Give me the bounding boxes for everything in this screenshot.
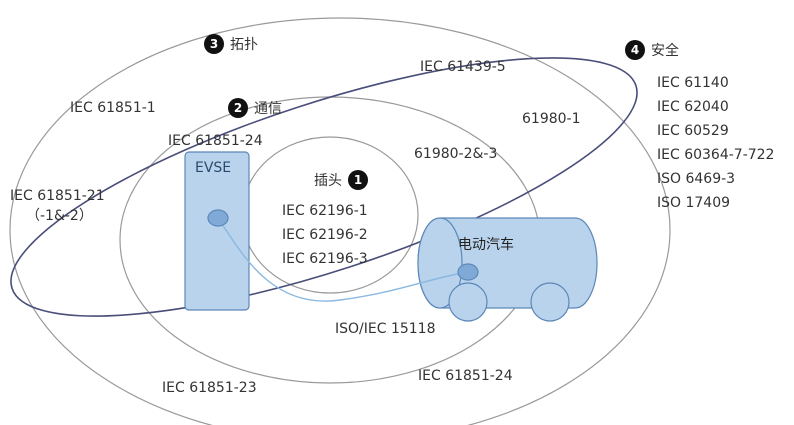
- safety-ellipse: [10, 57, 638, 317]
- communication-title: 通信: [254, 101, 282, 117]
- topology-header: 3 拓扑: [204, 34, 258, 54]
- standard-iec-61851-24-lower: IEC 61851-24: [418, 368, 513, 384]
- standard-iec-61439-5: IEC 61439-5: [420, 59, 506, 75]
- safety-standard-item: IEC 60364-7-722: [657, 147, 775, 163]
- safety-standard-item: IEC 60529: [657, 123, 729, 139]
- standard-iec-62196-3: IEC 62196-3: [282, 251, 368, 267]
- safety-standard-item: ISO 6469-3: [657, 171, 736, 187]
- safety-number-badge: 4: [625, 40, 645, 60]
- standard-61980-1: 61980-1: [522, 111, 581, 127]
- topology-title: 拓扑: [230, 37, 258, 53]
- safety-title: 安全: [651, 43, 679, 59]
- standard-iec-61851-21-parts: （-1&-2）: [26, 208, 93, 224]
- evse-device: [184, 151, 250, 311]
- standard-iec-61851-21: IEC 61851-21: [10, 188, 105, 204]
- standard-iec-61851-1: IEC 61851-1: [70, 100, 156, 116]
- standard-61980-2-3: 61980-2&-3: [414, 146, 498, 162]
- ev-cylinder-end: [417, 217, 463, 309]
- communication-header: 2 通信: [228, 98, 282, 118]
- communication-number-badge: 2: [228, 98, 248, 118]
- standard-iec-62196-1: IEC 62196-1: [282, 203, 368, 219]
- ev-connector: [457, 263, 479, 281]
- ev-vehicle: [417, 217, 598, 322]
- safety-header: 4 安全: [625, 40, 679, 60]
- safety-standard-item: ISO 17409: [657, 195, 731, 211]
- evse-label: EVSE: [195, 160, 232, 176]
- plug-title: 插头: [314, 173, 342, 189]
- plug-header: 插头 1: [314, 170, 368, 190]
- charging-cable: [217, 217, 469, 302]
- topology-ellipse: [9, 17, 671, 425]
- ev-label: 电动汽车: [458, 237, 514, 253]
- standard-iec-61851-24-upper: IEC 61851-24: [168, 133, 263, 149]
- evse-connector: [207, 209, 229, 227]
- ev-front-wheel: [448, 282, 488, 322]
- standard-iso-iec-15118: ISO/IEC 15118: [335, 321, 436, 337]
- plug-number-badge: 1: [348, 170, 368, 190]
- ev-rear-wheel: [530, 282, 570, 322]
- standard-iec-61851-23: IEC 61851-23: [162, 380, 257, 396]
- safety-standard-item: IEC 62040: [657, 99, 729, 115]
- topology-number-badge: 3: [204, 34, 224, 54]
- safety-standard-item: IEC 61140: [657, 75, 729, 91]
- safety-standards-list: IEC 61140 IEC 62040 IEC 60529 IEC 60364-…: [657, 71, 774, 215]
- standard-iec-62196-2: IEC 62196-2: [282, 227, 368, 243]
